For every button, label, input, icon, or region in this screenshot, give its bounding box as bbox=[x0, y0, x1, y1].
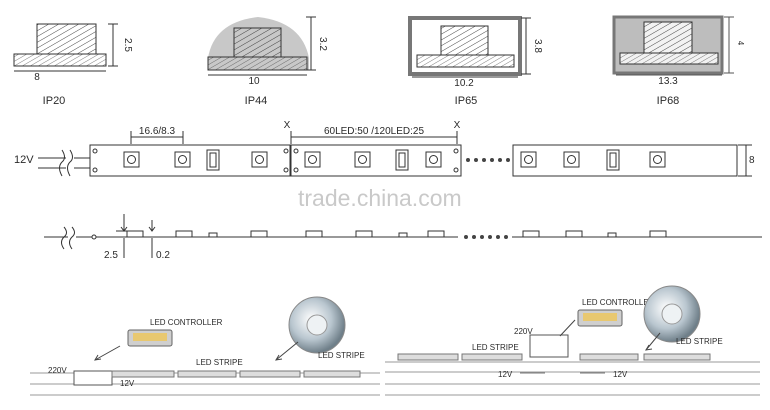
cut-mark-left: X bbox=[284, 120, 291, 131]
strip-segment bbox=[643, 353, 711, 361]
resistor bbox=[395, 149, 409, 171]
input-voltage-left: 220V bbox=[48, 366, 67, 375]
led-chip bbox=[251, 151, 268, 168]
ip65-label: IP65 bbox=[455, 95, 478, 107]
led-chip bbox=[649, 151, 666, 168]
component-side bbox=[398, 232, 408, 238]
stripe-label-right-2: LED STRIPE bbox=[676, 337, 723, 346]
ip44-height-value: 3.2 bbox=[317, 37, 328, 51]
pcb-base bbox=[13, 53, 107, 67]
pointer-arrow bbox=[559, 319, 576, 337]
output-voltage-right-2: 12V bbox=[613, 370, 628, 379]
strip-width-value: 8 bbox=[749, 155, 755, 166]
pointer-arrow bbox=[645, 332, 661, 351]
component-side bbox=[208, 232, 218, 238]
strip-segment bbox=[461, 353, 523, 361]
component-side bbox=[427, 230, 445, 238]
cut-unit-value: 60LED:50 /120LED:25 bbox=[324, 126, 425, 137]
pcb-base bbox=[207, 56, 308, 71]
break-mark bbox=[61, 226, 67, 250]
power-adapter bbox=[529, 334, 569, 358]
led-chip bbox=[425, 151, 442, 168]
output-voltage-left: 12V bbox=[120, 379, 135, 388]
component-block bbox=[643, 21, 693, 54]
strip-segment bbox=[303, 370, 361, 378]
strip-side-view: 2.5 0.2 bbox=[44, 214, 762, 261]
thickness-value: 2.5 bbox=[104, 250, 118, 261]
strip-segment bbox=[111, 370, 175, 378]
component-side bbox=[355, 230, 373, 238]
component-side bbox=[607, 232, 617, 238]
profile-ip44: 10 3.2 IP44 bbox=[207, 16, 328, 107]
led-chip bbox=[563, 151, 580, 168]
strip-top-view: 12V bbox=[14, 120, 755, 177]
cut-mark-right: X bbox=[454, 120, 461, 131]
profile-ip65: 10.2 3.8 IP65 bbox=[408, 16, 543, 107]
resistor bbox=[206, 149, 220, 171]
continuation-dots bbox=[464, 235, 508, 239]
ip65-width-value: 10.2 bbox=[454, 78, 474, 89]
break-mark bbox=[59, 149, 65, 177]
strip-segment bbox=[579, 353, 639, 361]
component-side bbox=[126, 230, 144, 238]
component-side bbox=[305, 230, 323, 238]
output-voltage-right-1: 12V bbox=[498, 370, 513, 379]
ip20-height-value: 2.5 bbox=[122, 38, 133, 52]
ip20-width-value: 8 bbox=[34, 72, 40, 83]
controller-label-right: LED CONTROLLER bbox=[582, 298, 655, 307]
profile-ip68: 13.3 4 IP68 bbox=[612, 15, 745, 107]
led-chip bbox=[520, 151, 537, 168]
resistor bbox=[606, 149, 620, 171]
ip44-label: IP44 bbox=[245, 95, 268, 107]
stripe-label-left: LED STRIPE bbox=[196, 358, 243, 367]
ip68-width-value: 13.3 bbox=[658, 76, 678, 87]
ip20-label: IP20 bbox=[43, 95, 66, 107]
ip68-height-value: 4 bbox=[736, 41, 745, 46]
continuation-dots bbox=[466, 158, 510, 162]
ip68-label: IP68 bbox=[657, 95, 680, 107]
strip-section-3 bbox=[512, 144, 738, 177]
input-voltage-label: 12V bbox=[14, 154, 34, 166]
led-chip bbox=[174, 151, 191, 168]
component-block bbox=[440, 25, 489, 56]
stripe-label-left-2: LED STRIPE bbox=[318, 351, 365, 360]
component-side bbox=[522, 230, 540, 238]
input-voltage-right: 220V bbox=[514, 327, 533, 336]
ip44-width-value: 10 bbox=[248, 76, 260, 87]
pitch-value: 16.6/8.3 bbox=[139, 126, 176, 137]
component-side bbox=[565, 230, 583, 238]
component-side bbox=[649, 230, 667, 238]
controller-label-left: LED CONTROLLER bbox=[150, 318, 223, 327]
ip65-height-value: 3.8 bbox=[532, 39, 543, 53]
wiring-diagram-right: 220V LED STRIPE 12V 12V LED CONTROLLER L… bbox=[385, 285, 760, 396]
stripe-label-right: LED STRIPE bbox=[472, 343, 519, 352]
profile-ip20: 8 2.5 IP20 bbox=[13, 23, 133, 107]
strip-segment bbox=[177, 370, 237, 378]
power-adapter bbox=[73, 370, 113, 386]
led-chip bbox=[123, 151, 140, 168]
pointer-arrow bbox=[275, 341, 299, 361]
component-side bbox=[250, 230, 268, 238]
component-height-value: 0.2 bbox=[156, 250, 170, 261]
led-chip bbox=[304, 151, 321, 168]
led-chip bbox=[354, 151, 371, 168]
pointer-arrow bbox=[94, 345, 121, 361]
watermark: trade.china.com bbox=[298, 185, 462, 211]
component-side bbox=[175, 230, 193, 238]
wiring-diagram-left: 220V 12V LED CONTROLLER LED STRIPE LED S… bbox=[30, 296, 380, 396]
pcb-base bbox=[416, 54, 515, 68]
component-block bbox=[233, 27, 282, 58]
strip-segment bbox=[239, 370, 301, 378]
pcb-base bbox=[619, 52, 719, 65]
component-block bbox=[36, 23, 97, 55]
strip-segment bbox=[397, 353, 459, 361]
